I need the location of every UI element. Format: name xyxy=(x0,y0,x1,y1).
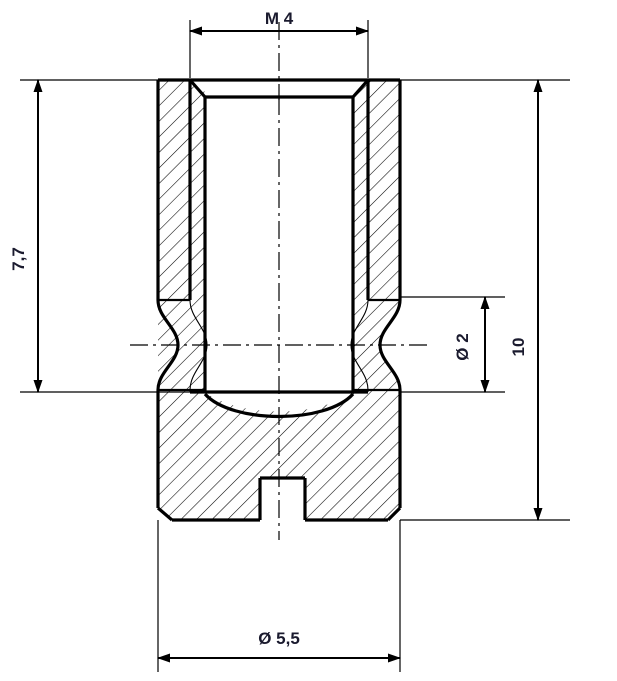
dimension-label-height-right: 10 xyxy=(509,338,528,357)
extension-lines xyxy=(20,20,570,672)
dimension-label-height-left: 7,7 xyxy=(9,247,28,271)
bore-shoulder-ticks xyxy=(158,298,400,392)
dimension-label-m4: M 4 xyxy=(265,9,294,28)
dimension-lines xyxy=(33,26,543,663)
dimension-label-diameter: Ø 5,5 xyxy=(258,629,300,648)
dimension-label-bore: Ø 2 xyxy=(453,333,472,360)
bottom-slot xyxy=(258,476,307,520)
